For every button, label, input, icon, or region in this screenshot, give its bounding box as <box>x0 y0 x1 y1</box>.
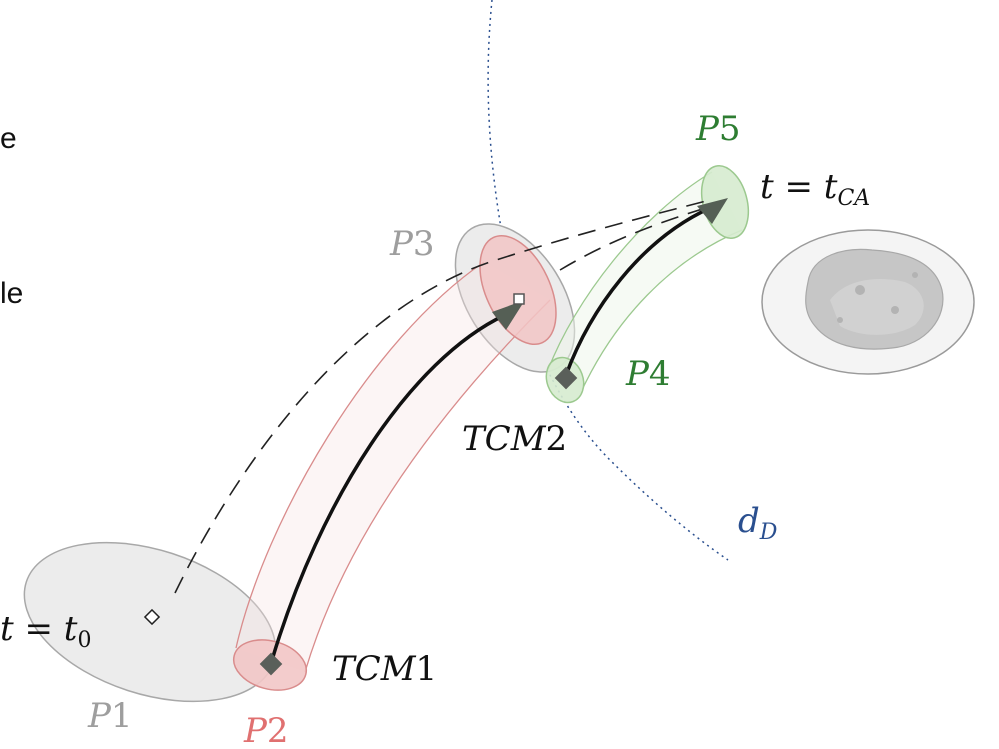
label-dd: dD <box>738 501 778 545</box>
green-tube-left <box>547 171 713 371</box>
edge-text-1: e <box>0 122 17 155</box>
crater-1 <box>855 285 865 295</box>
t0-start-marker <box>143 608 161 626</box>
crater-4 <box>912 272 918 278</box>
label-tcm2: TCM2 <box>462 419 567 459</box>
red-tube-fill <box>236 262 550 672</box>
p3-marker <box>513 293 525 305</box>
dashed-trajectory-from-t0 <box>174 199 711 594</box>
label-p4: P4 <box>625 354 671 394</box>
label-tcm1: TCM1 <box>332 649 437 689</box>
label-t-equals-tca: t = tCA <box>760 167 870 211</box>
red-tube-left <box>235 261 485 649</box>
arrowhead-p5 <box>697 198 728 224</box>
asteroid-group <box>761 229 975 375</box>
arc-tcm1-to-p3 <box>270 313 506 661</box>
arc-tcm2-to-p5 <box>564 206 711 376</box>
dd-dotted-curve <box>487 0 729 561</box>
crater-3 <box>837 317 843 323</box>
green-tube-fill <box>548 172 742 390</box>
arrowhead-p3 <box>492 300 525 330</box>
label-p5: P5 <box>695 109 741 149</box>
label-t-equals-t0: t = t0 <box>0 609 91 653</box>
tcm2-marker <box>554 366 578 390</box>
tcm1-marker <box>259 652 283 676</box>
label-p2: P2 <box>243 711 289 749</box>
label-p1: P1 <box>87 696 133 736</box>
crater-2 <box>891 306 899 314</box>
edge-text-2: le <box>0 277 23 310</box>
asteroid-shading <box>830 279 924 335</box>
label-p3: P3 <box>389 224 435 264</box>
red-tube-right <box>304 299 551 673</box>
green-tube-right <box>581 229 743 391</box>
dashed-trajectory-from-p3 <box>559 205 713 271</box>
